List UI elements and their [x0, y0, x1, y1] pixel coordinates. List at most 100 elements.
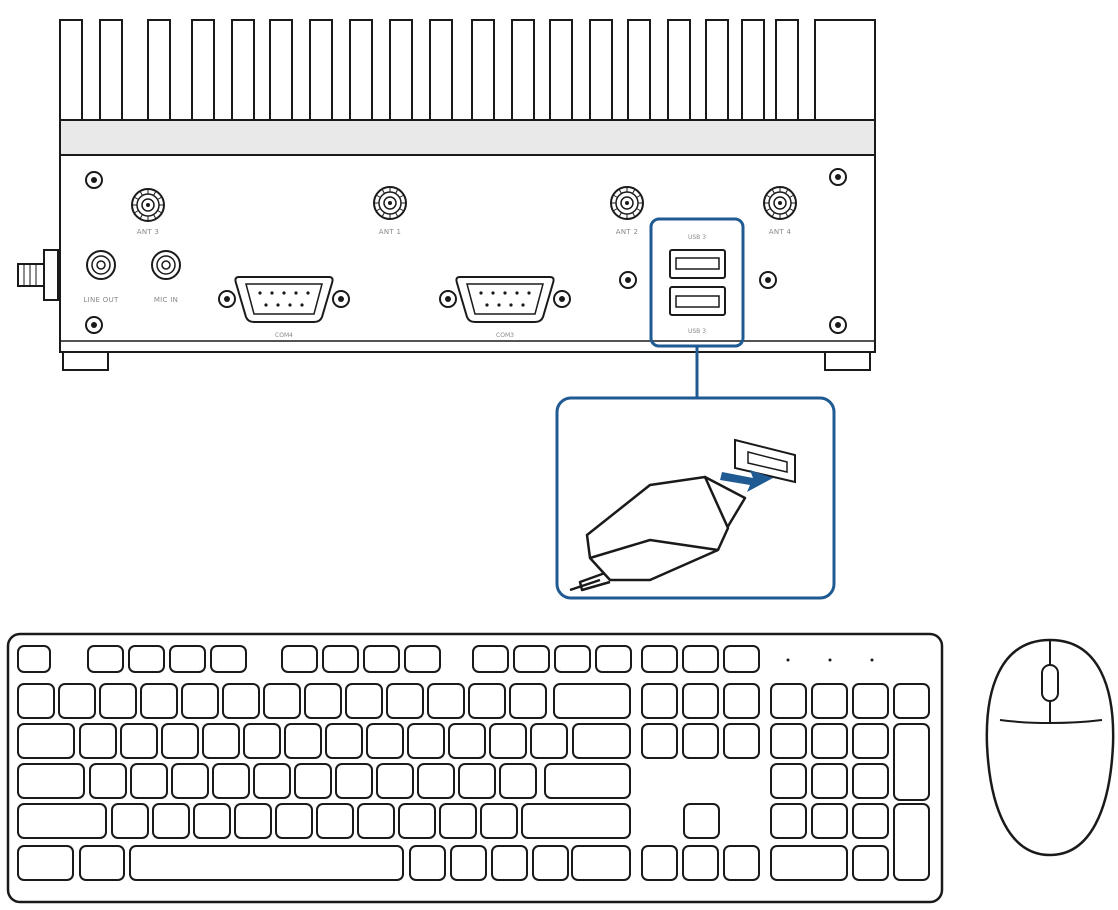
keyboard-key: [212, 763, 250, 799]
heatsink-fin: [775, 19, 799, 121]
heatsink-fin: [471, 19, 495, 121]
keyboard-key: [129, 845, 404, 881]
screw-icon: [85, 171, 103, 189]
keyboard-key: [683, 803, 720, 839]
keyboard-key: [181, 683, 219, 719]
keyboard-key: [398, 803, 436, 839]
heatsink-fin: [741, 19, 765, 121]
keyboard-key: [386, 683, 424, 719]
heatsink-fin: [627, 19, 651, 121]
keyboard-key: [140, 683, 178, 719]
keyboard-key: [553, 683, 631, 719]
keyboard-key: [404, 645, 441, 673]
keyboard-key: [322, 645, 359, 673]
usb-insertion-callout: [555, 396, 836, 600]
chassis-foot-right: [824, 351, 871, 371]
keyboard-key: [532, 845, 569, 881]
keyboard-key: [852, 803, 889, 839]
antenna-ant1: ANT 1: [373, 186, 407, 236]
antenna-label-ant1: ANT 1: [379, 228, 401, 236]
keyboard-key: [275, 803, 313, 839]
keyboard-key: [770, 683, 807, 719]
keyboard-key: [366, 723, 404, 759]
keyboard-key: [852, 723, 889, 759]
keyboard-key: [682, 845, 719, 881]
keyboard-key: [357, 803, 395, 839]
keyboard-key: [682, 645, 719, 673]
keyboard-key: [79, 723, 117, 759]
screw-icon: [829, 316, 847, 334]
keyboard-key: [811, 683, 848, 719]
keyboard-key: [641, 723, 678, 759]
keyboard-key: [682, 723, 719, 759]
keyboard-key: [210, 645, 247, 673]
keyboard-key: [376, 763, 414, 799]
heatsink: [59, 19, 876, 156]
keyboard-key: [448, 723, 486, 759]
keyboard-key: [491, 845, 528, 881]
keyboard-key: [571, 845, 631, 881]
mouse-icon: [985, 638, 1115, 857]
keyboard-key: [468, 683, 506, 719]
com-port-left-label: COM4: [275, 332, 293, 339]
heatsink-fin: [231, 19, 255, 121]
keyboard-key: [682, 683, 719, 719]
heatsink-fin: [309, 19, 333, 121]
keyboard-key: [513, 645, 550, 673]
keyboard-key: [417, 763, 455, 799]
keyboard-key: [161, 723, 199, 759]
heatsink-fin: [589, 19, 613, 121]
keyboard-key: [770, 845, 848, 881]
com-port-left: [218, 276, 350, 323]
heatsink-fin: [59, 19, 83, 121]
keyboard-key: [304, 683, 342, 719]
keyboard-key: [641, 845, 678, 881]
usb-port-group: USB 3 USB 3: [649, 217, 745, 348]
line-out-label: LINE OUT: [83, 296, 119, 304]
keyboard-key: [770, 803, 807, 839]
keyboard-key: [852, 845, 889, 881]
screw-icon: [619, 271, 637, 289]
keyboard-key: [130, 763, 168, 799]
keyboard-key: [120, 723, 158, 759]
heatsink-fin: [429, 19, 453, 121]
heatsink-fin: [269, 19, 293, 121]
keyboard-key: [723, 723, 760, 759]
mic-in-jack: MIC IN: [151, 250, 181, 304]
keyboard-key: [770, 723, 807, 759]
com-port-right: [439, 276, 571, 323]
keyboard-key: [544, 763, 631, 799]
heatsink-fin: [147, 19, 171, 121]
keyboard-key: [234, 803, 272, 839]
keyboard-key: [17, 845, 74, 881]
keyboard-key: [202, 723, 240, 759]
heatsink-fin: [667, 19, 691, 121]
usb-plug-icon: [569, 475, 747, 592]
antenna-ant2: ANT 2: [610, 186, 644, 236]
keyboard-key: [521, 803, 631, 839]
antenna-ant4: ANT 4: [763, 186, 797, 236]
keyboard-key: [17, 683, 55, 719]
keyboard-key: [17, 723, 75, 759]
keyboard-key: [450, 845, 487, 881]
chassis-panel: [17, 154, 876, 371]
heatsink-fin: [511, 19, 535, 121]
screw-icon: [759, 271, 777, 289]
keyboard-key: [17, 763, 85, 799]
keyboard-key: [169, 645, 206, 673]
keyboard-key: [499, 763, 537, 799]
keyboard-key: [128, 645, 165, 673]
keyboard-key: [770, 763, 807, 799]
keyboard-key: [79, 845, 125, 881]
keyboard-key: [253, 763, 291, 799]
antenna-label-ant4: ANT 4: [769, 228, 792, 236]
antenna-connector-icon: [610, 186, 644, 220]
keyboard-icon: [6, 632, 944, 904]
keyboard-key: [193, 803, 231, 839]
keyboard-key: [893, 723, 930, 801]
usb-port-top: [669, 249, 726, 279]
mic-in-label: MIC IN: [154, 296, 178, 304]
keyboard-key: [58, 683, 96, 719]
panel-screws: [85, 168, 847, 334]
keyboard-keys: [17, 645, 930, 881]
